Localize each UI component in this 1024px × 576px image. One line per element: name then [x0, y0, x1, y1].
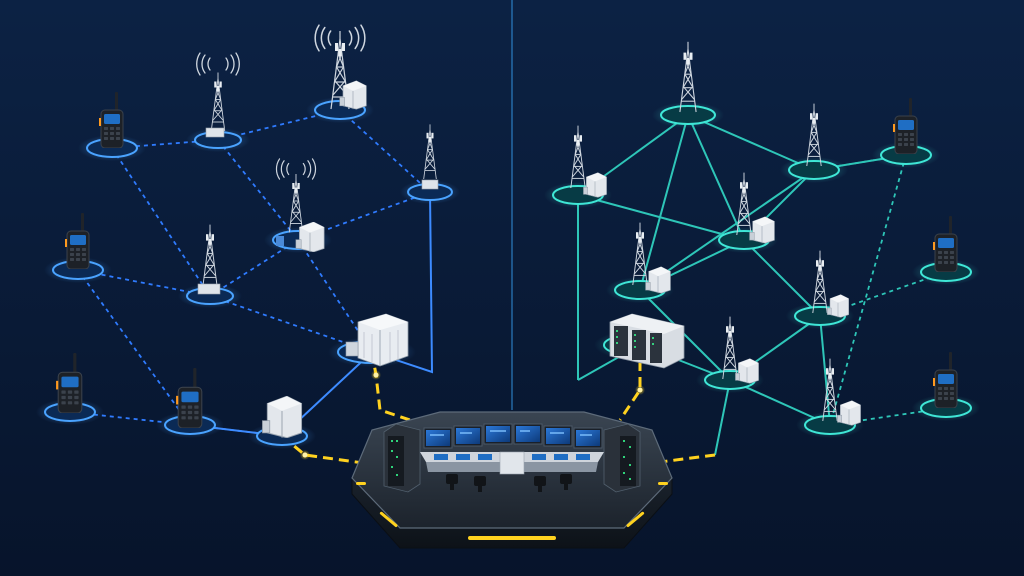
left-tower-1 [186, 52, 250, 152]
monitor-wall [423, 423, 603, 449]
left-radio-3 [36, 353, 104, 425]
left-radio-4 [156, 368, 224, 438]
right-tower-7 [696, 316, 764, 393]
right-tower-5 [606, 222, 674, 303]
right-tower-8 [796, 358, 864, 438]
left-tower-5 [178, 223, 242, 308]
right-tower-3 [780, 103, 848, 183]
control-rack-right [603, 423, 641, 493]
left-server-room [328, 313, 416, 367]
right-radio-2 [912, 216, 980, 285]
left-cabinet [248, 396, 316, 449]
right-server-rack [594, 313, 686, 369]
right-radio-3 [912, 352, 980, 421]
right-tower-2 [652, 41, 724, 128]
left-tower-2 [306, 24, 374, 123]
control-center [351, 411, 673, 549]
right-radio-1 [872, 98, 940, 168]
right-tower-1 [544, 124, 612, 208]
dispatch-desk [420, 451, 604, 475]
control-rack-left [383, 423, 421, 493]
left-radio-2 [44, 213, 112, 283]
left-radio-1 [78, 92, 146, 161]
left-tower-4 [400, 123, 460, 204]
right-tower-6 [786, 250, 854, 329]
right-tower-4 [710, 172, 778, 253]
operator-chairs [446, 474, 572, 492]
left-tower-3 [264, 158, 332, 253]
platform-lights [356, 482, 668, 540]
